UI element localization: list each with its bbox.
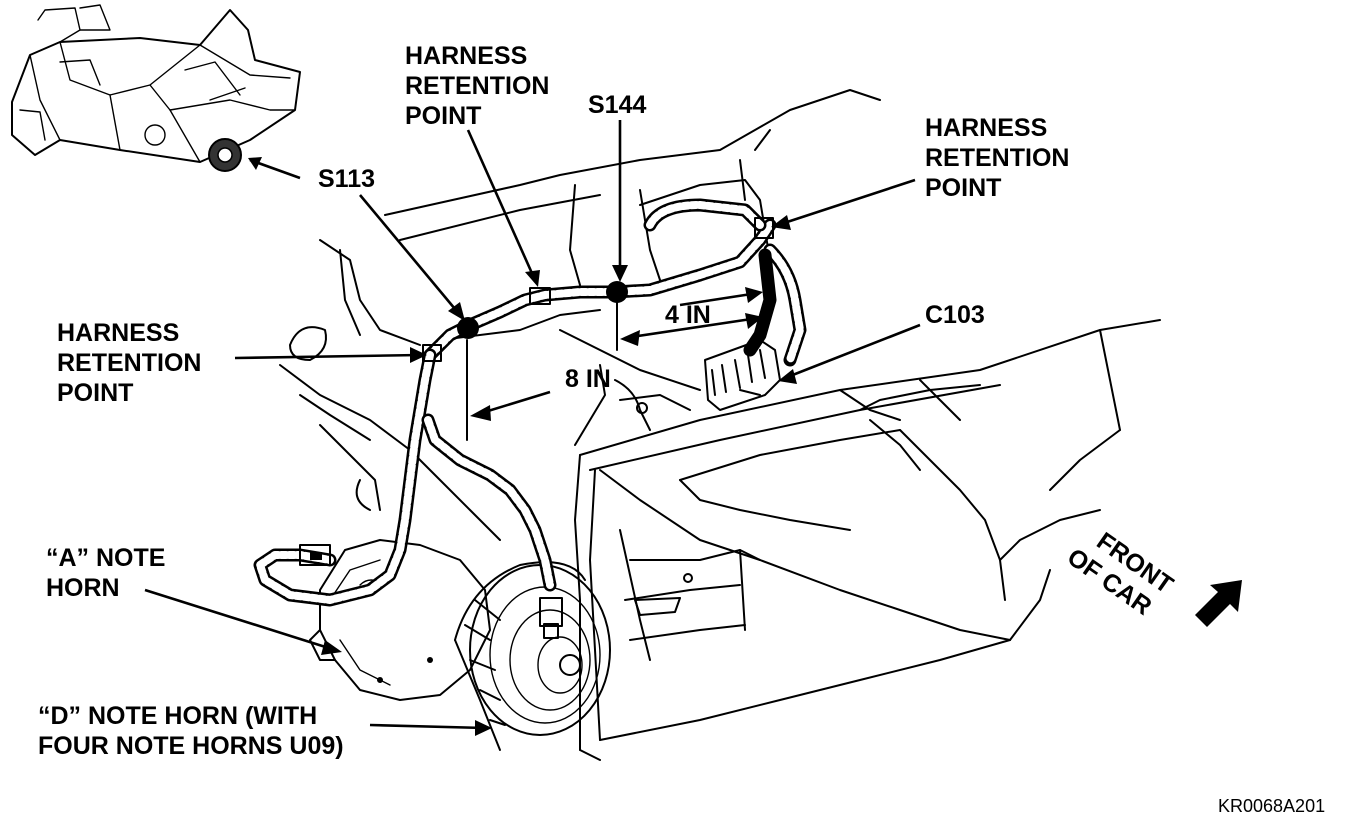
connector-c103 bbox=[704, 339, 781, 411]
c103-label: C103 bbox=[925, 301, 985, 329]
wiring-harness bbox=[253, 198, 807, 607]
a-note-horn bbox=[309, 539, 491, 701]
figure-code: KR0068A201 bbox=[1218, 796, 1325, 816]
dimension-8in bbox=[466, 339, 551, 441]
retention-clip-top bbox=[529, 287, 551, 305]
front-of-car-label: FRONT OF CAR bbox=[1062, 518, 1184, 627]
harness-retention-label-top: HARNESS RETENTION POINT bbox=[405, 42, 556, 130]
harness-retention-label-left: HARNESS RETENTION POINT bbox=[57, 319, 208, 407]
dimension-4in-label: 4 IN bbox=[665, 301, 711, 329]
leader-lines bbox=[144, 120, 921, 736]
a-note-horn-label: “A” NOTE HORN bbox=[46, 544, 172, 602]
splice-s113 bbox=[457, 317, 479, 339]
dimension-8in-label: 8 IN bbox=[565, 365, 611, 393]
s144-label: S144 bbox=[588, 91, 646, 119]
d-note-horn-label: “D” NOTE HORN (WITH FOUR NOTE HORNS U09) bbox=[38, 702, 344, 760]
front-direction-arrow-icon bbox=[1195, 580, 1242, 627]
s113-label: S113 bbox=[318, 165, 375, 193]
splice-s144 bbox=[606, 281, 628, 303]
dimension-4in bbox=[616, 274, 766, 351]
car-locator-icon bbox=[11, 4, 301, 180]
harness-retention-label-right: HARNESS RETENTION POINT bbox=[925, 114, 1076, 202]
retention-clip-right bbox=[754, 217, 774, 239]
retention-clip-left bbox=[422, 344, 442, 362]
